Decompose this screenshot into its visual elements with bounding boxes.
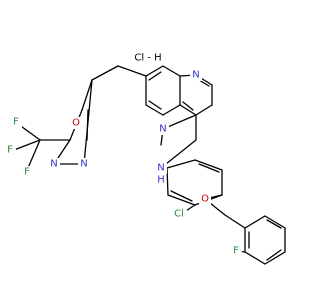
bond-11 [145,104,164,116]
quinazoline-n1-label: N [192,70,199,81]
bond-14 [148,100,162,110]
oxadiazole-o-label: O [72,118,80,129]
salt-label: Cl - H [134,53,161,64]
bond-29 [13,139,41,151]
amine-h-label: H [157,175,165,186]
ether-o-label: O [201,194,209,205]
bond-4 [179,104,197,116]
molecule-structure: Cl - H N N N H O N N F F F O Cl F [4,52,286,265]
bond-50 [266,219,282,229]
bond-7 [182,101,194,111]
bond-21 [81,79,93,111]
bond-47 [264,215,286,229]
bond-8 [162,65,181,77]
bond-44 [244,251,266,265]
bond-42 [224,214,246,229]
bond-37 [198,163,220,173]
bond-30 [27,139,41,169]
chlorine-label: Cl [174,209,184,220]
oxadiazole-n3-label: N [80,159,87,170]
atom-layer: Cl - H N N N H O N N F F F O Cl F [4,53,242,257]
cf3-f-left-label: F [7,145,13,156]
bond-31 [166,159,196,169]
bond-layer [13,65,286,265]
bond-35 [167,194,196,206]
bond-32 [194,159,223,171]
quinazoline-n3-label: N [159,124,166,135]
cf3-f-bottom-label: F [24,167,30,178]
bond-19 [117,65,147,77]
bond-26 [86,109,89,141]
aryl-fluorine-label: F [233,246,239,257]
bond-13 [148,71,162,81]
oxadiazole-n4-label: N [50,159,57,170]
bond-20 [91,65,119,81]
amine-n-label: N [157,163,164,174]
bond-3 [195,104,213,116]
cf3-f-top-label: F [13,117,19,128]
bond-51 [266,249,282,261]
bond-9 [145,65,164,77]
bond-36 [166,167,169,196]
bond-12 [162,104,181,116]
bond-38 [170,190,193,202]
bond-45 [264,251,286,265]
bond-48 [244,215,266,229]
